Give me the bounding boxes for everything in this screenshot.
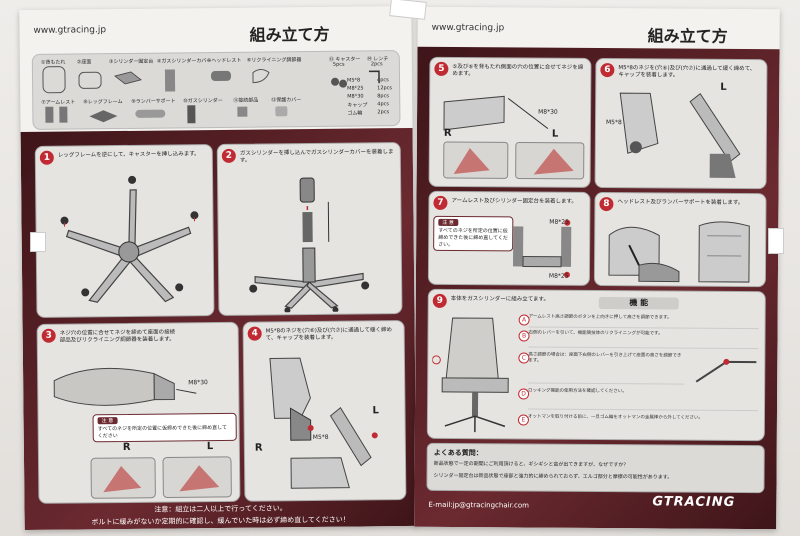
manual-right-page: www.gtracing.jp 組み立て方 5 ⑤及び⑥を背もたれ側面の穴の位置… [414, 6, 780, 530]
screw-label: M5*8 [605, 119, 622, 127]
step-3-panel: 3 ネジ穴の位置に合せてネジを締めて座面の接続部品及びリクライニング調節器を装着… [36, 321, 241, 504]
step-5-panel: 5 ⑤及び⑥を背もたれ側面の穴の位置に合せてネジを締めます。 R L M8*30 [428, 56, 592, 188]
bracket-illustration [90, 456, 232, 499]
step-9-functions-panel: 9 本体をガスシリンダーに組み立てます。 機 能 A アームレスト高さ調節のボタ… [426, 288, 766, 442]
screw-label-top: M8*25 [549, 218, 569, 226]
step-text: M5*8のネジを(穴⑥)及び(穴⑦)に通過して緩く締めて、キャップを装着します。 [265, 327, 392, 342]
screw-label: M5*8 [312, 433, 329, 442]
seat-illustration [53, 367, 197, 406]
screw-label: M8*30 [188, 379, 208, 387]
page-title: 組み立て方 [249, 24, 330, 45]
step-number: 4 [247, 326, 262, 341]
step-number: 1 [39, 150, 54, 165]
backrest-attach-illustration [443, 95, 585, 180]
step-4-panel: 4 M5*8のネジを(穴⑥)及び(穴⑦)に通過して緩く締めて、キャップを装着しま… [242, 320, 407, 502]
manual-left-page: www.gtracing.jp 組み立て方 ①背もたれ ②座面 ③シリンダー固定… [19, 5, 417, 531]
page-title: 組み立て方 [647, 26, 728, 46]
right-side-label: R [254, 442, 263, 454]
step-number: 2 [221, 148, 236, 163]
website-url: www.gtracing.jp [431, 22, 505, 34]
website-url: www.gtracing.jp [33, 25, 107, 36]
step-number: 9 [432, 293, 447, 308]
faq-box: よくある質問： 新品状態で一定の期間にご利用頂けると、ギシギシと音が出てきますが… [426, 442, 765, 494]
screw-label-bottom: M8*25 [548, 272, 569, 280]
brand-logo: GTRACING [652, 494, 736, 510]
step-text: ネジ穴の位置に合せてネジを締めて座面の接続部品及びリクライニング調節器を装着しま… [59, 329, 176, 344]
step-text: 本体をガスシリンダーに組み立てます。 [450, 295, 549, 303]
step-number: 6 [600, 63, 615, 78]
step-7-panel: 7 アームレスト及びシリンダー固定台を装着します。 注 意 すべてのネジを所定の… [427, 190, 591, 286]
right-side-label: R [443, 127, 452, 139]
leg-frame-illustration [60, 175, 199, 303]
step-text: ガスシリンダーを挿し込んでガスシリンダーカバーを装着します。 [239, 149, 394, 164]
step-number: 3 [41, 328, 56, 343]
step-text: レッグフレームを逆にして、キャスターを挿し込みます。 [57, 151, 200, 159]
tape-strip [30, 232, 46, 252]
caution-text: すべてのネジを所定の位置に仮締めできた後に締め直してください [97, 424, 228, 440]
step-1-panel: 1 レッグフレームを逆にして、キャスターを挿し込みます。 [34, 144, 215, 318]
step-2-panel: 2 ガスシリンダーを挿し込んでガスシリンダーカバーを装着します。 [216, 142, 403, 316]
armrest-illustration [513, 219, 572, 278]
function-text: オットマンを取り付ける前に、一旦ゴム輪をオットマンの金属棒から外してください。 [527, 414, 704, 421]
contact-email: E-mail:jp@gtracingchair.com [428, 500, 530, 510]
reclining-cap-illustration [619, 92, 741, 178]
step-text: ヘッドレスト及びランバーサポートを装着します。 [617, 199, 744, 207]
step-text: アームレスト及びシリンダー固定台を装着します。 [451, 197, 577, 205]
reclining-adjuster-illustration [269, 357, 378, 489]
caution-tag: 注 意 [97, 417, 118, 425]
caution-text: すべてのネジを所定の位置に仮締めできた後に締め直してください。 [438, 227, 508, 248]
tape-strip [768, 228, 784, 254]
caution-box: 注 意 すべてのネジを所定の位置に仮締めできた後に締め直してください。 [433, 215, 514, 252]
lever-illustration [695, 358, 757, 383]
faq-answer: シリンダー固定台は新品状態で座部と強力的に締められておらず、エルゴ部分と摩擦の可… [433, 472, 673, 481]
function-text: 右側のレバーを引いて、機能競技体のリクライニングが可能です。 [528, 330, 759, 350]
caution-tag: 注 意 [438, 218, 458, 227]
function-text: ロッキング機能の使用方法を確認してください。 [528, 388, 759, 412]
left-side-label: L [372, 405, 379, 417]
step-6-panel: 6 M5*8のネジを(穴⑥)及び(穴⑦)に通過して緩く締めて、キャップを装着しま… [594, 57, 768, 190]
screw-label: M8*30 [538, 108, 558, 116]
step-number: 7 [433, 195, 448, 210]
step-text: M5*8のネジを(穴⑥)及び(穴⑦)に通過して緩く締めて、キャップを装着します。 [618, 65, 756, 79]
right-side-label: R [122, 441, 131, 454]
step-8-panel: 8 ヘッドレスト及びランバーサポートを装着します。 [593, 191, 767, 288]
assembled-chair-illustration [431, 317, 509, 433]
caution-box: 注 意 すべてのネジを所定の位置に仮締めできた後に締め直してください [92, 412, 237, 443]
parts-list: ①背もたれ ②座面 ③シリンダー固定台 ④ガスシリンダーカバー ⑤ヘッドレスト … [31, 50, 401, 130]
left-side-label: L [551, 128, 559, 140]
headrest-lumbar-illustration [608, 221, 750, 283]
step-number: 5 [434, 61, 449, 76]
step-text: ⑤及び⑥を背もたれ側面の穴の位置に合せてネジを締めます。 [452, 63, 584, 78]
left-side-label: L [720, 81, 727, 93]
functions-heading: 機 能 [598, 297, 679, 310]
step-number: 8 [599, 197, 614, 212]
parts-illustrations [42, 66, 380, 124]
faq-question: 新品状態で一定の期間にご利用頂けると、ギシギシと音が出てきますが、なぜですか？ [433, 460, 629, 469]
left-side-label: L [206, 441, 214, 453]
faq-title: よくある質問： [433, 448, 483, 458]
function-text: アームレスト高さ調節のボタンを上向きに押して高さを調節できます。 [528, 314, 759, 330]
function-text: 高さ調節の場合は：座面下右側のレバーを引き上げて座面の高さを調節できます。 [528, 352, 685, 385]
gas-cylinder-illustration [249, 177, 370, 313]
